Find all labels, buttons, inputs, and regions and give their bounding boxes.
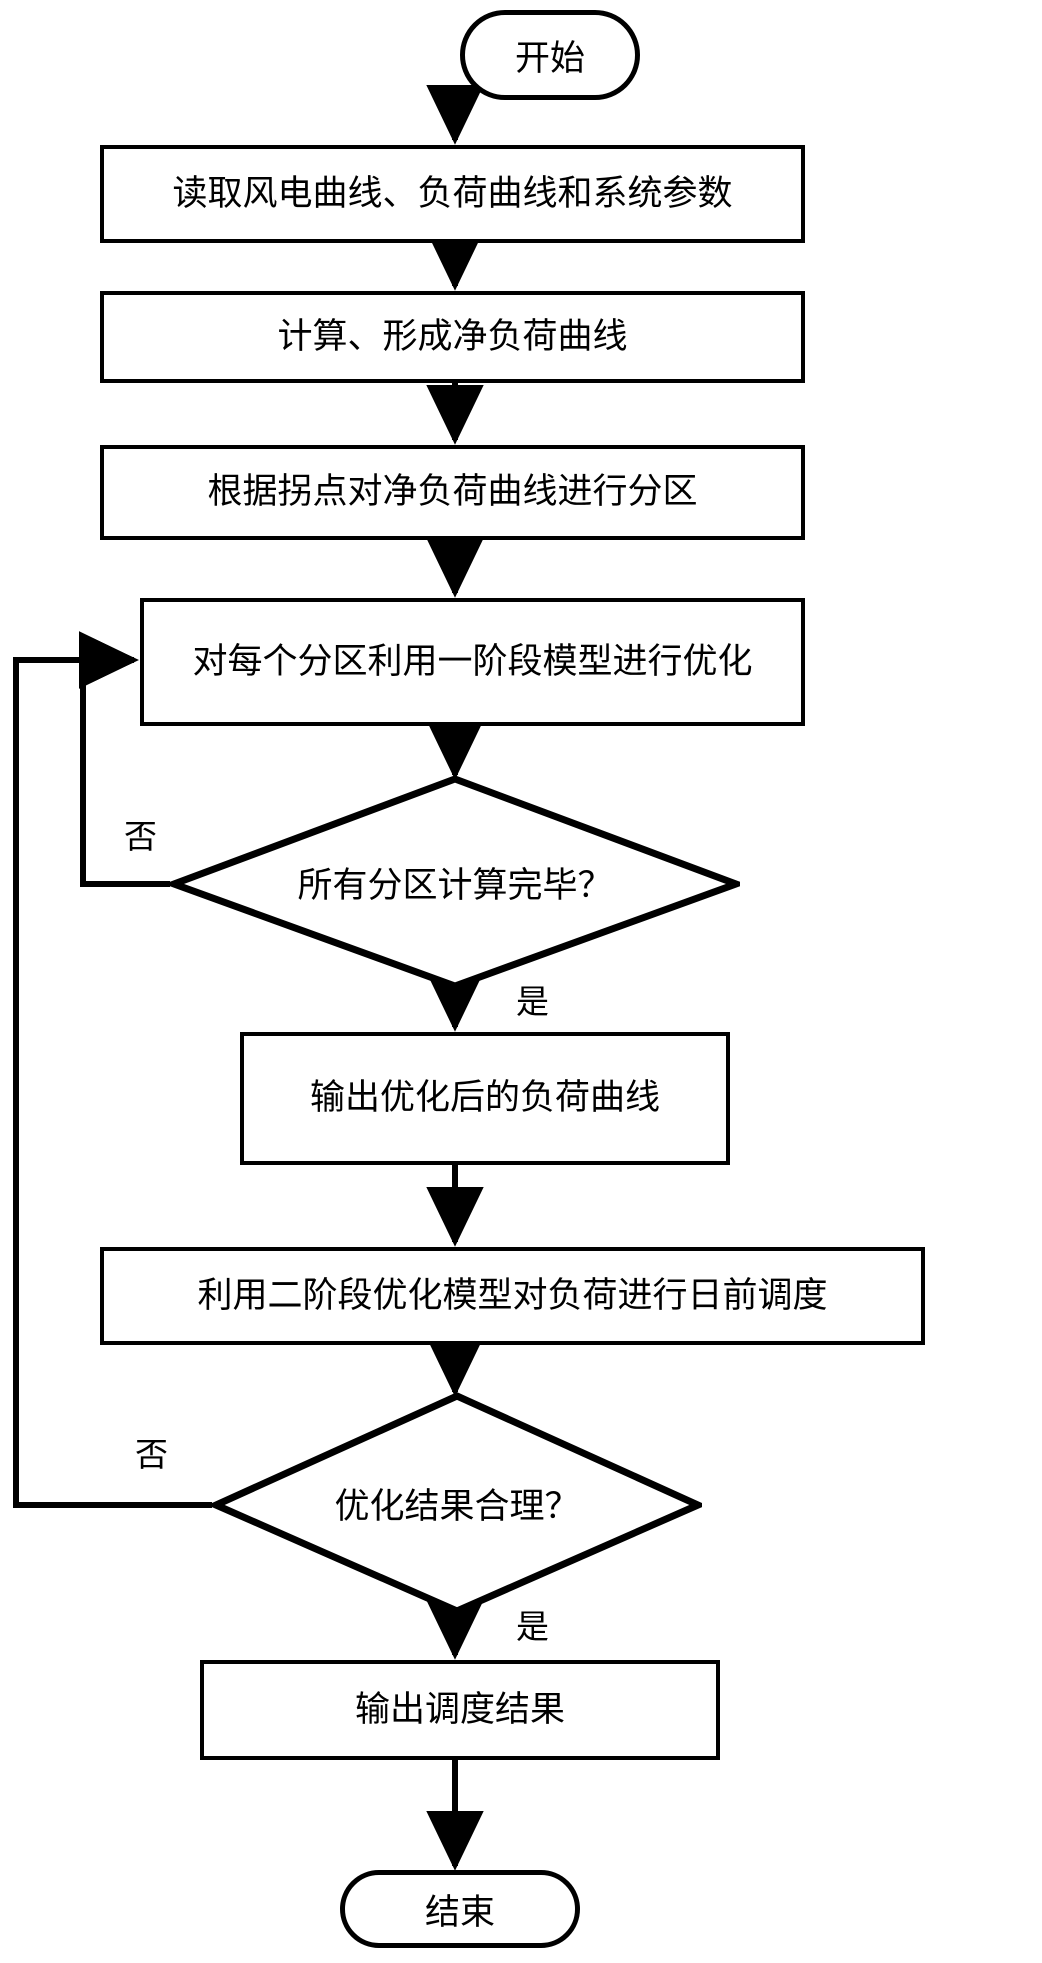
node-all-done-label: 所有分区计算完毕？ [297,866,613,906]
node-partition-label: 根据拐点对净负荷曲线进行分区 [207,472,698,513]
decision-diamond-shape [170,775,740,990]
node-net-load[interactable]: 计算、形成净负荷曲线 [100,291,805,383]
node-start-label: 开始 [514,38,585,79]
node-stage2-opt-label: 利用二阶段优化模型对负荷进行日前调度 [197,1275,828,1316]
node-output-result-label: 输出调度结果 [354,1689,565,1730]
edge-label-all-done-yes-text: 是 [516,982,549,1021]
edge-label-all-done-yes: 是 [516,975,549,1023]
node-read-inputs[interactable]: 读取风电曲线、负荷曲线和系统参数 [100,145,805,243]
node-stage1-opt-label: 对每个分区利用一阶段模型进行优化 [192,641,753,682]
edge-label-result-ok-yes: 是 [516,1600,549,1648]
node-stage2-opt[interactable]: 利用二阶段优化模型对负荷进行日前调度 [100,1247,925,1345]
node-partition[interactable]: 根据拐点对净负荷曲线进行分区 [100,445,805,540]
node-end[interactable]: 结束 [340,1870,580,1948]
edge-label-result-ok-no: 否 [135,1428,168,1476]
edge-label-all-done-no: 否 [124,810,157,858]
node-result-ok-decision[interactable]: 优化结果合理？ [212,1392,702,1615]
node-all-done-decision[interactable]: 所有分区计算完毕？ [170,775,740,990]
node-output-result[interactable]: 输出调度结果 [200,1660,720,1760]
node-net-load-label: 计算、形成净负荷曲线 [277,316,628,357]
decision-diamond-shape-2 [212,1392,702,1615]
edge-label-result-ok-yes-text: 是 [516,1607,549,1646]
node-output-curve[interactable]: 输出优化后的负荷曲线 [240,1032,730,1165]
node-stage1-opt[interactable]: 对每个分区利用一阶段模型进行优化 [140,598,805,726]
edge-label-result-ok-no-text: 否 [135,1435,168,1474]
edge-label-all-done-no-text: 否 [124,817,157,856]
node-result-ok-label: 优化结果合理？ [334,1487,580,1527]
node-output-curve-label: 输出优化后的负荷曲线 [309,1078,660,1119]
node-start[interactable]: 开始 [460,10,640,100]
node-read-inputs-label: 读取风电曲线、负荷曲线和系统参数 [172,173,733,214]
node-end-label: 结束 [424,1892,495,1933]
